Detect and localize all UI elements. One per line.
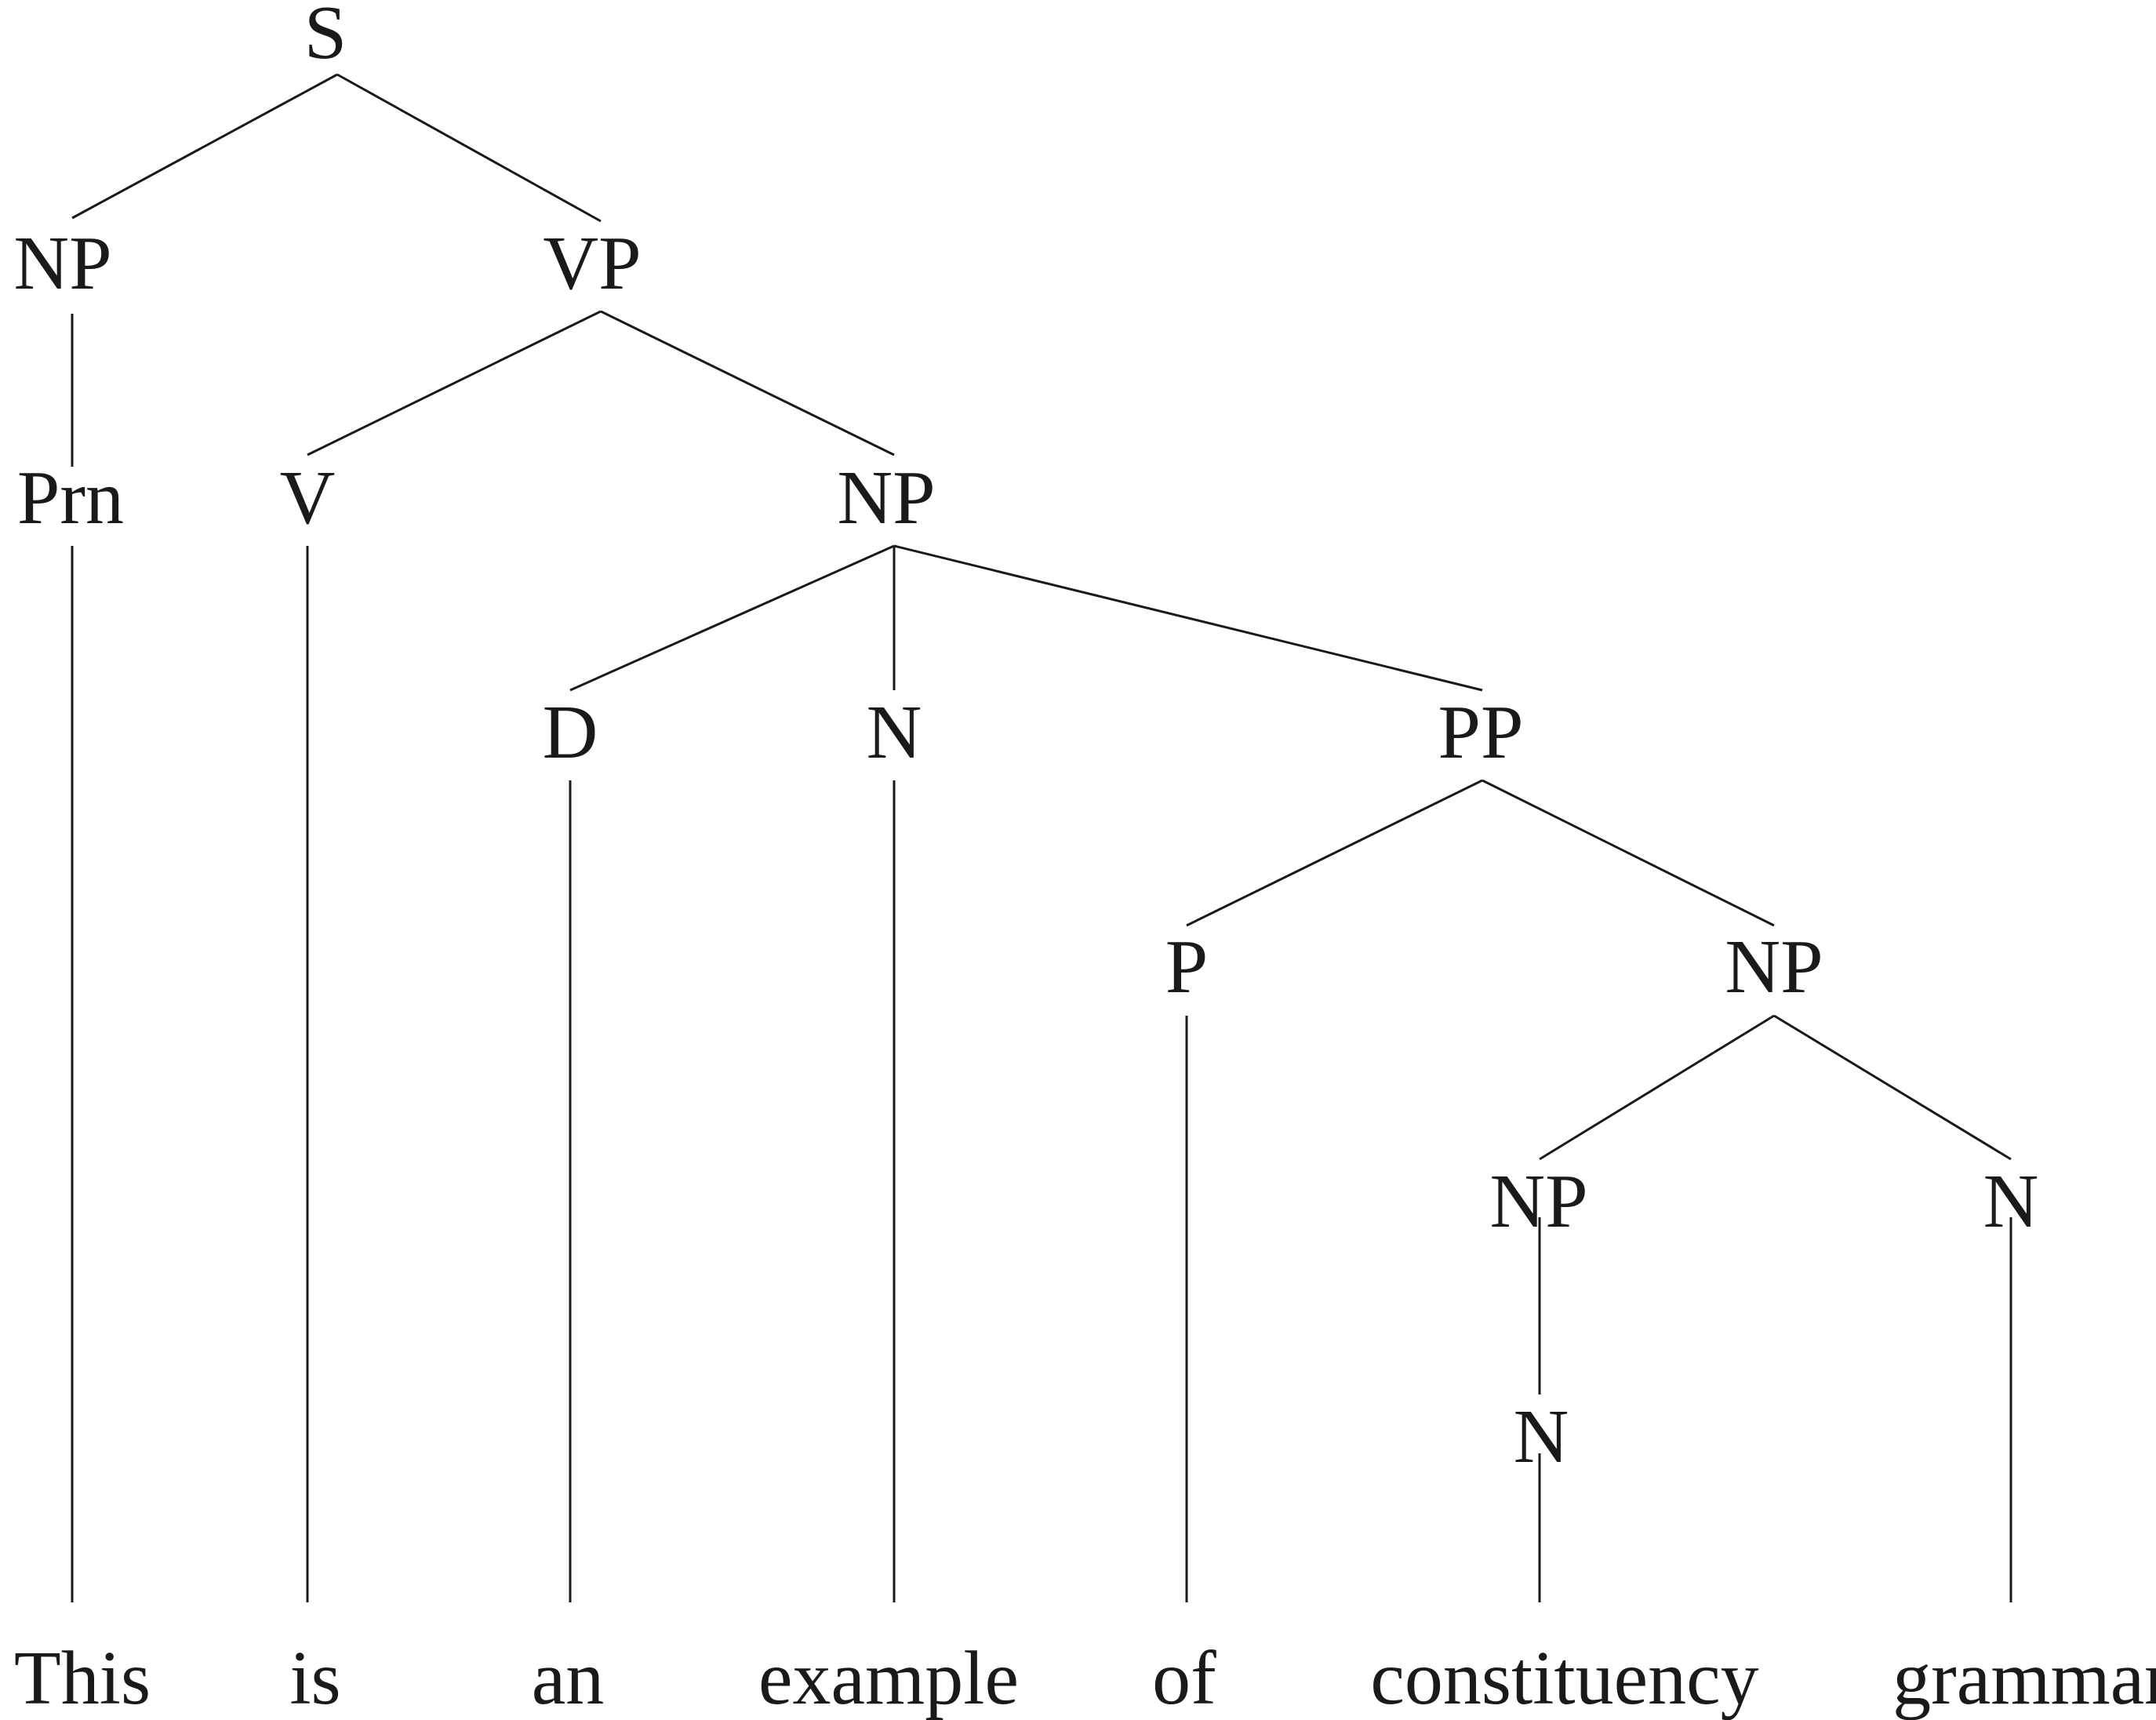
edge-s-np1 [71,73,338,220]
node-v: V [280,456,336,540]
node-pp: PP [1438,690,1523,775]
word-of: of [1152,1636,1216,1720]
node-np1: NP [13,221,111,306]
node-p: P [1165,925,1209,1009]
node-vp: VP [543,221,641,306]
node-n3: N [1983,1159,2039,1244]
node-s: S [304,0,347,75]
node-n2: N [1514,1395,1569,1479]
node-prn: Prn [17,456,124,540]
edge-s-vp [336,73,602,223]
word-example: example [758,1636,1019,1720]
word-this: This [14,1636,151,1720]
edge-vp-np2 [600,310,895,456]
node-np2: NP [837,456,935,540]
tree-edges [71,73,2012,1602]
edge-np2-d [569,544,895,692]
edge-vp-v [307,310,602,456]
edge-np2-pp [893,544,1483,692]
edge-np3-n3 [1773,1014,2012,1161]
word-constituency: constituency [1370,1636,1758,1720]
edge-pp-np3 [1482,779,1775,927]
node-d: D [543,690,598,775]
edge-pp-p [1186,779,1483,927]
node-np3: NP [1725,925,1823,1009]
node-np4: NP [1489,1159,1587,1244]
word-grammar: grammar [1892,1636,2156,1720]
word-is: is [289,1636,340,1720]
edge-np3-np4 [1539,1014,1775,1161]
node-n1: N [867,690,922,775]
word-an: an [532,1636,605,1720]
